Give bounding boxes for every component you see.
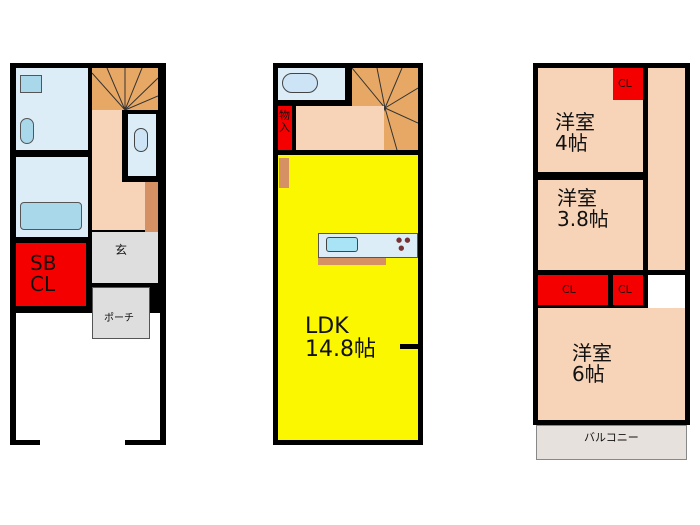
balcony (536, 425, 687, 460)
stairs-icon (91, 67, 159, 111)
ldk (278, 155, 418, 440)
western-room-3 (538, 308, 685, 420)
ldk-label: LDK 14.8帖 (305, 314, 376, 363)
porch[interactable] (92, 287, 150, 339)
porch-label: ポーチ (104, 313, 134, 324)
stove-icon: ● ● ● (396, 236, 411, 252)
western-room-1-label: 洋室 4帖 (555, 110, 595, 155)
closet-3 (613, 275, 643, 305)
stairs-1 (91, 67, 159, 111)
kitchen-sink-icon (326, 237, 358, 252)
closet-3-label: CL (618, 283, 632, 296)
closet-2-label: CL (562, 283, 576, 296)
storage (278, 106, 292, 150)
garage-wall-left (10, 313, 16, 445)
shoe-cabinet (145, 182, 158, 238)
counter-edge (318, 258, 386, 265)
western-room-2 (538, 180, 643, 270)
sb-closet (16, 243, 86, 306)
sbcl-label: SB CL (30, 251, 57, 296)
toilet-icon (134, 128, 148, 152)
wall-stub (400, 344, 423, 349)
garage-wall-bottom-left (10, 440, 40, 445)
entrance-label: 玄 (115, 243, 128, 257)
garage-wall-bottom-right (125, 440, 166, 445)
closet-1-label: CL (618, 77, 632, 90)
washing-machine-icon (20, 75, 42, 93)
entrance (92, 232, 158, 283)
cabinet (279, 158, 289, 188)
storage-label: 物 入 (279, 109, 290, 134)
garage-wall-right (160, 313, 166, 445)
balcony-label: バルコニー (584, 431, 639, 444)
closet-1 (613, 68, 643, 100)
closet-2 (538, 275, 608, 305)
western-room-3-label: 洋室 6帖 (572, 341, 612, 386)
bathtub-icon (20, 202, 82, 230)
hallway-2 (296, 106, 384, 150)
corridor-3 (648, 68, 685, 270)
toilet-icon (282, 73, 318, 93)
sink-icon (20, 118, 34, 144)
door-swing (648, 275, 685, 308)
western-room-2-label: 洋室 3.8帖 (557, 186, 609, 231)
